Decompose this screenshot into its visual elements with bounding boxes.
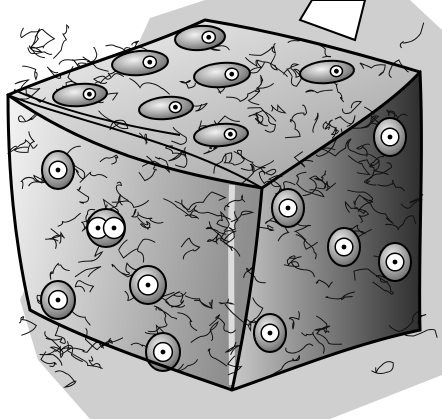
fiber-strand — [59, 47, 97, 64]
cell — [130, 266, 166, 304]
nucleolus-dot — [342, 245, 347, 250]
fiber-strand — [23, 66, 38, 79]
nucleolus-dot — [56, 168, 61, 173]
cell — [272, 189, 304, 227]
nucleolus-dot — [146, 283, 151, 288]
nucleolus-dot — [56, 298, 61, 303]
cell — [379, 243, 411, 281]
nucleolus-dot — [388, 135, 393, 140]
cell — [254, 314, 286, 352]
nucleolus-dot — [393, 260, 398, 265]
cell — [41, 281, 75, 319]
cell — [328, 228, 360, 266]
nucleolus-dot — [286, 206, 291, 211]
fiber-strand — [54, 25, 69, 58]
nucleolus-dot — [161, 350, 166, 355]
cell — [87, 209, 125, 247]
cell — [42, 151, 74, 189]
nucleolus-dot — [268, 331, 273, 336]
nucleolus-dot — [112, 226, 117, 231]
fiber-strand — [21, 28, 40, 47]
cell — [374, 118, 406, 156]
nucleolus-dot — [96, 226, 101, 231]
edge-highlight — [231, 185, 232, 385]
